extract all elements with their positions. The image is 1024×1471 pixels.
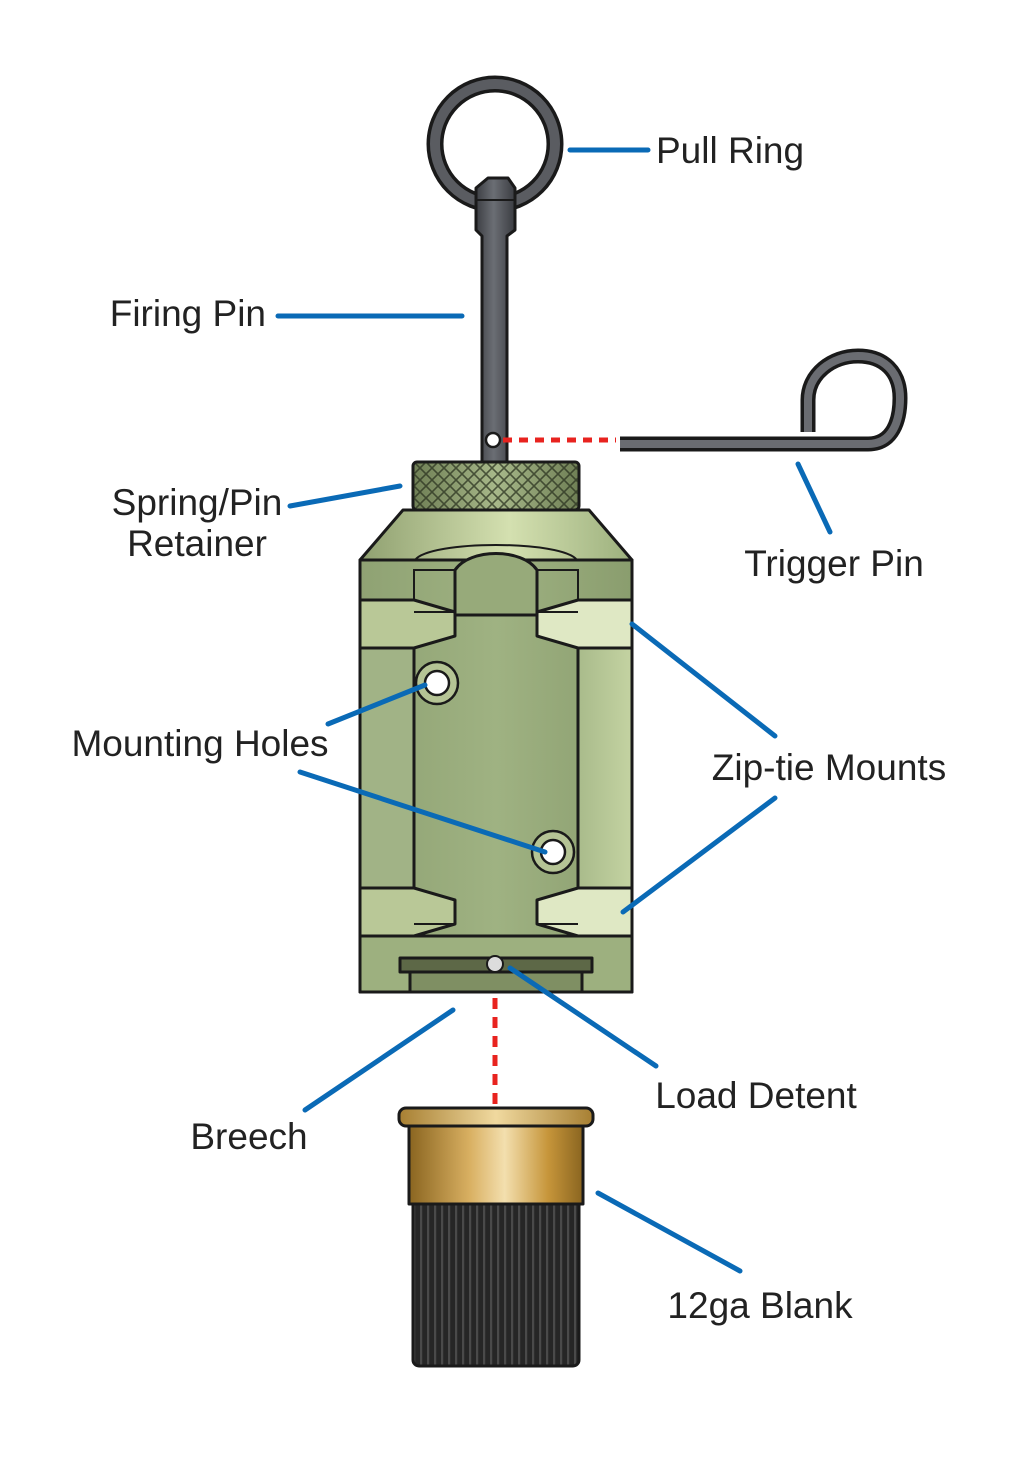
- label-pull-ring: Pull Ring: [656, 130, 804, 171]
- leader-zip-tie-lower: [620, 795, 778, 915]
- leader-12ga-blank: [595, 1190, 743, 1274]
- label-breech: Breech: [190, 1116, 307, 1157]
- leader-trigger-pin: [795, 461, 833, 535]
- label-spring-pin-retainer-line1: Spring/Pin: [112, 482, 283, 523]
- label-spring-pin-retainer-line2: Retainer: [127, 523, 267, 564]
- shotgun-blank: [397, 1106, 595, 1368]
- spring-pin-retainer: [411, 460, 581, 512]
- label-load-detent: Load Detent: [655, 1075, 857, 1116]
- firing-pin-hole: [484, 431, 502, 449]
- mounting-hole-upper: [414, 660, 460, 706]
- load-detent-ball: [486, 955, 504, 973]
- label-mounting-holes: Mounting Holes: [71, 723, 328, 764]
- leader-load-detent: [507, 965, 659, 1069]
- mounting-hole-lower: [530, 829, 576, 875]
- leader-breech: [302, 1007, 456, 1113]
- device-body: [358, 508, 634, 994]
- leader-mounting-hole-lower: [297, 769, 548, 855]
- trigger-pin: [620, 348, 908, 452]
- leader-spring-pin-retainer: [287, 483, 403, 509]
- firing-pin: [474, 176, 517, 464]
- label-zip-tie-mounts: Zip-tie Mounts: [712, 747, 946, 788]
- label-12ga-blank: 12ga Blank: [667, 1285, 853, 1326]
- leader-mounting-hole-upper: [325, 682, 428, 727]
- leader-lines: [275, 147, 833, 1274]
- leader-zip-tie-upper: [629, 621, 778, 739]
- label-trigger-pin: Trigger Pin: [744, 543, 924, 584]
- label-firing-pin: Firing Pin: [110, 293, 266, 334]
